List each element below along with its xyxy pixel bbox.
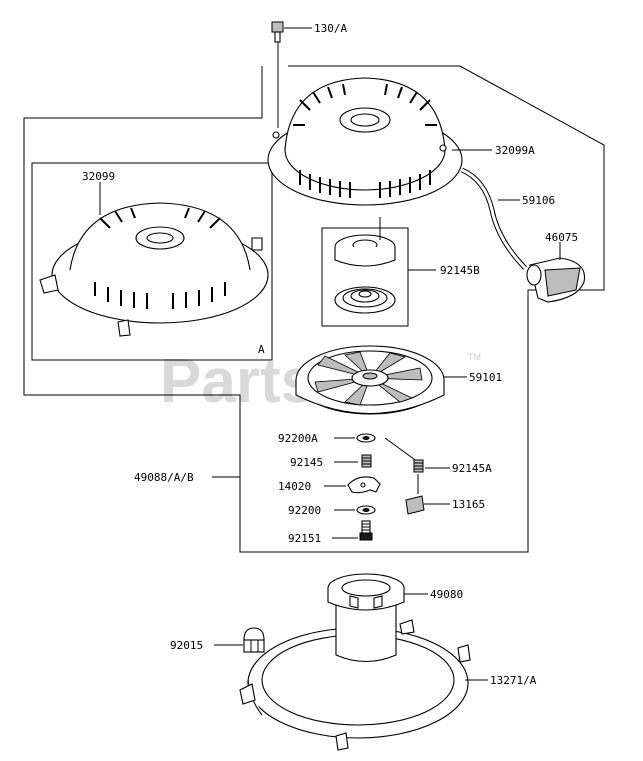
callout-13271A: 13271/A [490,674,537,687]
callout-32099A: 32099A [495,144,535,157]
recoil-cover-32099[interactable] [39,202,269,337]
callout-49088AB: 49088/A/B [134,471,194,484]
washer-92200A[interactable] [356,433,376,443]
callout-59101: 59101 [469,371,502,384]
callout-14020: 14020 [278,480,311,493]
bolt-92151[interactable] [359,520,373,541]
ratchet-14020[interactable] [347,476,381,494]
base-plate-13271A[interactable] [239,619,471,751]
spring-92145B[interactable] [334,234,396,314]
assembly-outline [23,65,605,553]
washer-92200[interactable] [356,505,376,515]
handle-46075[interactable] [526,257,586,303]
callout-130A: 130/A [314,22,347,35]
inset-marker-A: A [258,343,265,356]
callout-92200A: 92200A [278,432,318,445]
watermark-tm: TM [468,352,481,362]
starter-cup-49080[interactable] [327,573,405,663]
bolt-130A[interactable] [271,21,284,43]
callout-13165: 13165 [452,498,485,511]
callout-49080: 49080 [430,588,463,601]
callout-59106: 59106 [522,194,555,207]
inset-box [31,162,273,361]
callout-92015: 92015 [170,639,203,652]
callout-32099: 32099 [82,170,115,183]
recoil-cover-32099A[interactable] [267,77,463,206]
callout-92145: 92145 [290,456,323,469]
spring-92145[interactable] [361,454,372,468]
callout-46075: 46075 [545,231,578,244]
callout-92200: 92200 [288,504,321,517]
callout-92151: 92151 [288,532,321,545]
spring-box [321,227,409,327]
nut-92015[interactable] [243,627,265,653]
reel-59101[interactable] [295,345,445,415]
callout-92145B: 92145B [440,264,480,277]
pawl-13165[interactable] [405,495,425,515]
callout-92145A: 92145A [452,462,492,475]
spring-92145A[interactable] [413,459,424,473]
